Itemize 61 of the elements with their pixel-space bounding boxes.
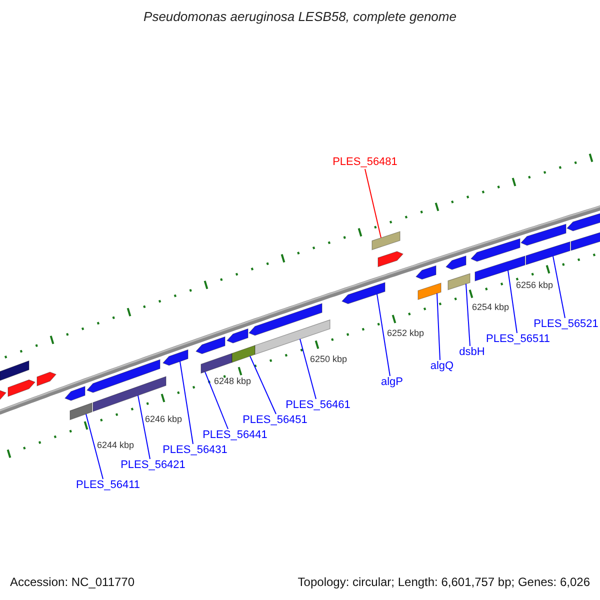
scale-label: 6252 kbp — [387, 328, 424, 338]
gene-label: PLES_56461 — [286, 399, 350, 412]
leader-line — [552, 256, 566, 318]
scale-label: 6256 kbp — [516, 280, 554, 290]
gene-label: algP — [380, 376, 404, 389]
gene-label: PLES_56511 — [486, 333, 550, 346]
gene-label: PLES_56421 — [120, 459, 186, 472]
leader-line — [180, 361, 194, 444]
gene-feature — [378, 251, 404, 268]
gene-feature — [86, 359, 160, 393]
gene-label: PLES_56411 — [76, 479, 140, 492]
gene-feature — [162, 349, 188, 366]
gene-block — [526, 241, 570, 266]
gene-label: PLES_56431 — [162, 444, 228, 457]
leader-line — [250, 356, 276, 414]
diagram-title: Pseudomonas aeruginosa LESB58, complete genome — [144, 9, 456, 24]
gene-block — [92, 376, 166, 412]
gene-feature — [470, 238, 520, 262]
leader-line — [376, 294, 390, 376]
gene-feature — [445, 255, 466, 270]
leader-line — [204, 371, 228, 430]
gene-label: PLES_56481 — [332, 156, 398, 169]
gene-label: PLES_56451 — [242, 414, 308, 427]
gene-feature — [248, 303, 322, 336]
scale-label: 6244 kbp — [97, 440, 134, 450]
gene-block — [372, 231, 400, 250]
leader-line — [466, 283, 470, 346]
scale-label: 6250 kbp — [310, 354, 348, 364]
leader-line — [86, 414, 104, 480]
gene-label: PLES_56521 — [534, 318, 598, 331]
gene-block — [70, 402, 92, 420]
gene-feature — [8, 379, 36, 397]
gene-feature — [226, 328, 248, 344]
footer-text: Accession: NC_011770 — [10, 575, 135, 589]
gene-label: dsbH — [459, 346, 485, 359]
footer-text: Topology: circular; Length: 6,601,757 bp; Genes: 6,026 — [298, 575, 590, 589]
gene-block — [0, 360, 30, 381]
leader-line — [508, 270, 518, 334]
scale-label: 6254 kbp — [472, 302, 510, 312]
gene-label: PLES_56441 — [202, 429, 268, 442]
gene-feature — [64, 386, 86, 401]
gene-feature — [341, 282, 386, 304]
gene-feature — [195, 336, 226, 354]
leader-line — [138, 394, 150, 460]
gene-feature — [415, 265, 436, 280]
gene-feature — [520, 224, 566, 246]
scale-label: 6246 kbp — [145, 414, 182, 424]
gene-label: algQ — [430, 360, 454, 373]
leader-line — [364, 168, 382, 238]
gene-block — [448, 273, 470, 290]
gene-block — [200, 352, 232, 374]
gene-block — [254, 319, 330, 355]
leader-line — [436, 292, 440, 360]
gene-feature — [566, 210, 600, 232]
gene-block — [232, 344, 256, 363]
gene-block — [570, 229, 600, 251]
scale-label: 6248 kbp — [214, 376, 252, 386]
gene-block — [474, 256, 526, 282]
gene-block — [418, 282, 442, 300]
leader-line — [300, 338, 316, 400]
gene-feature — [36, 372, 57, 386]
